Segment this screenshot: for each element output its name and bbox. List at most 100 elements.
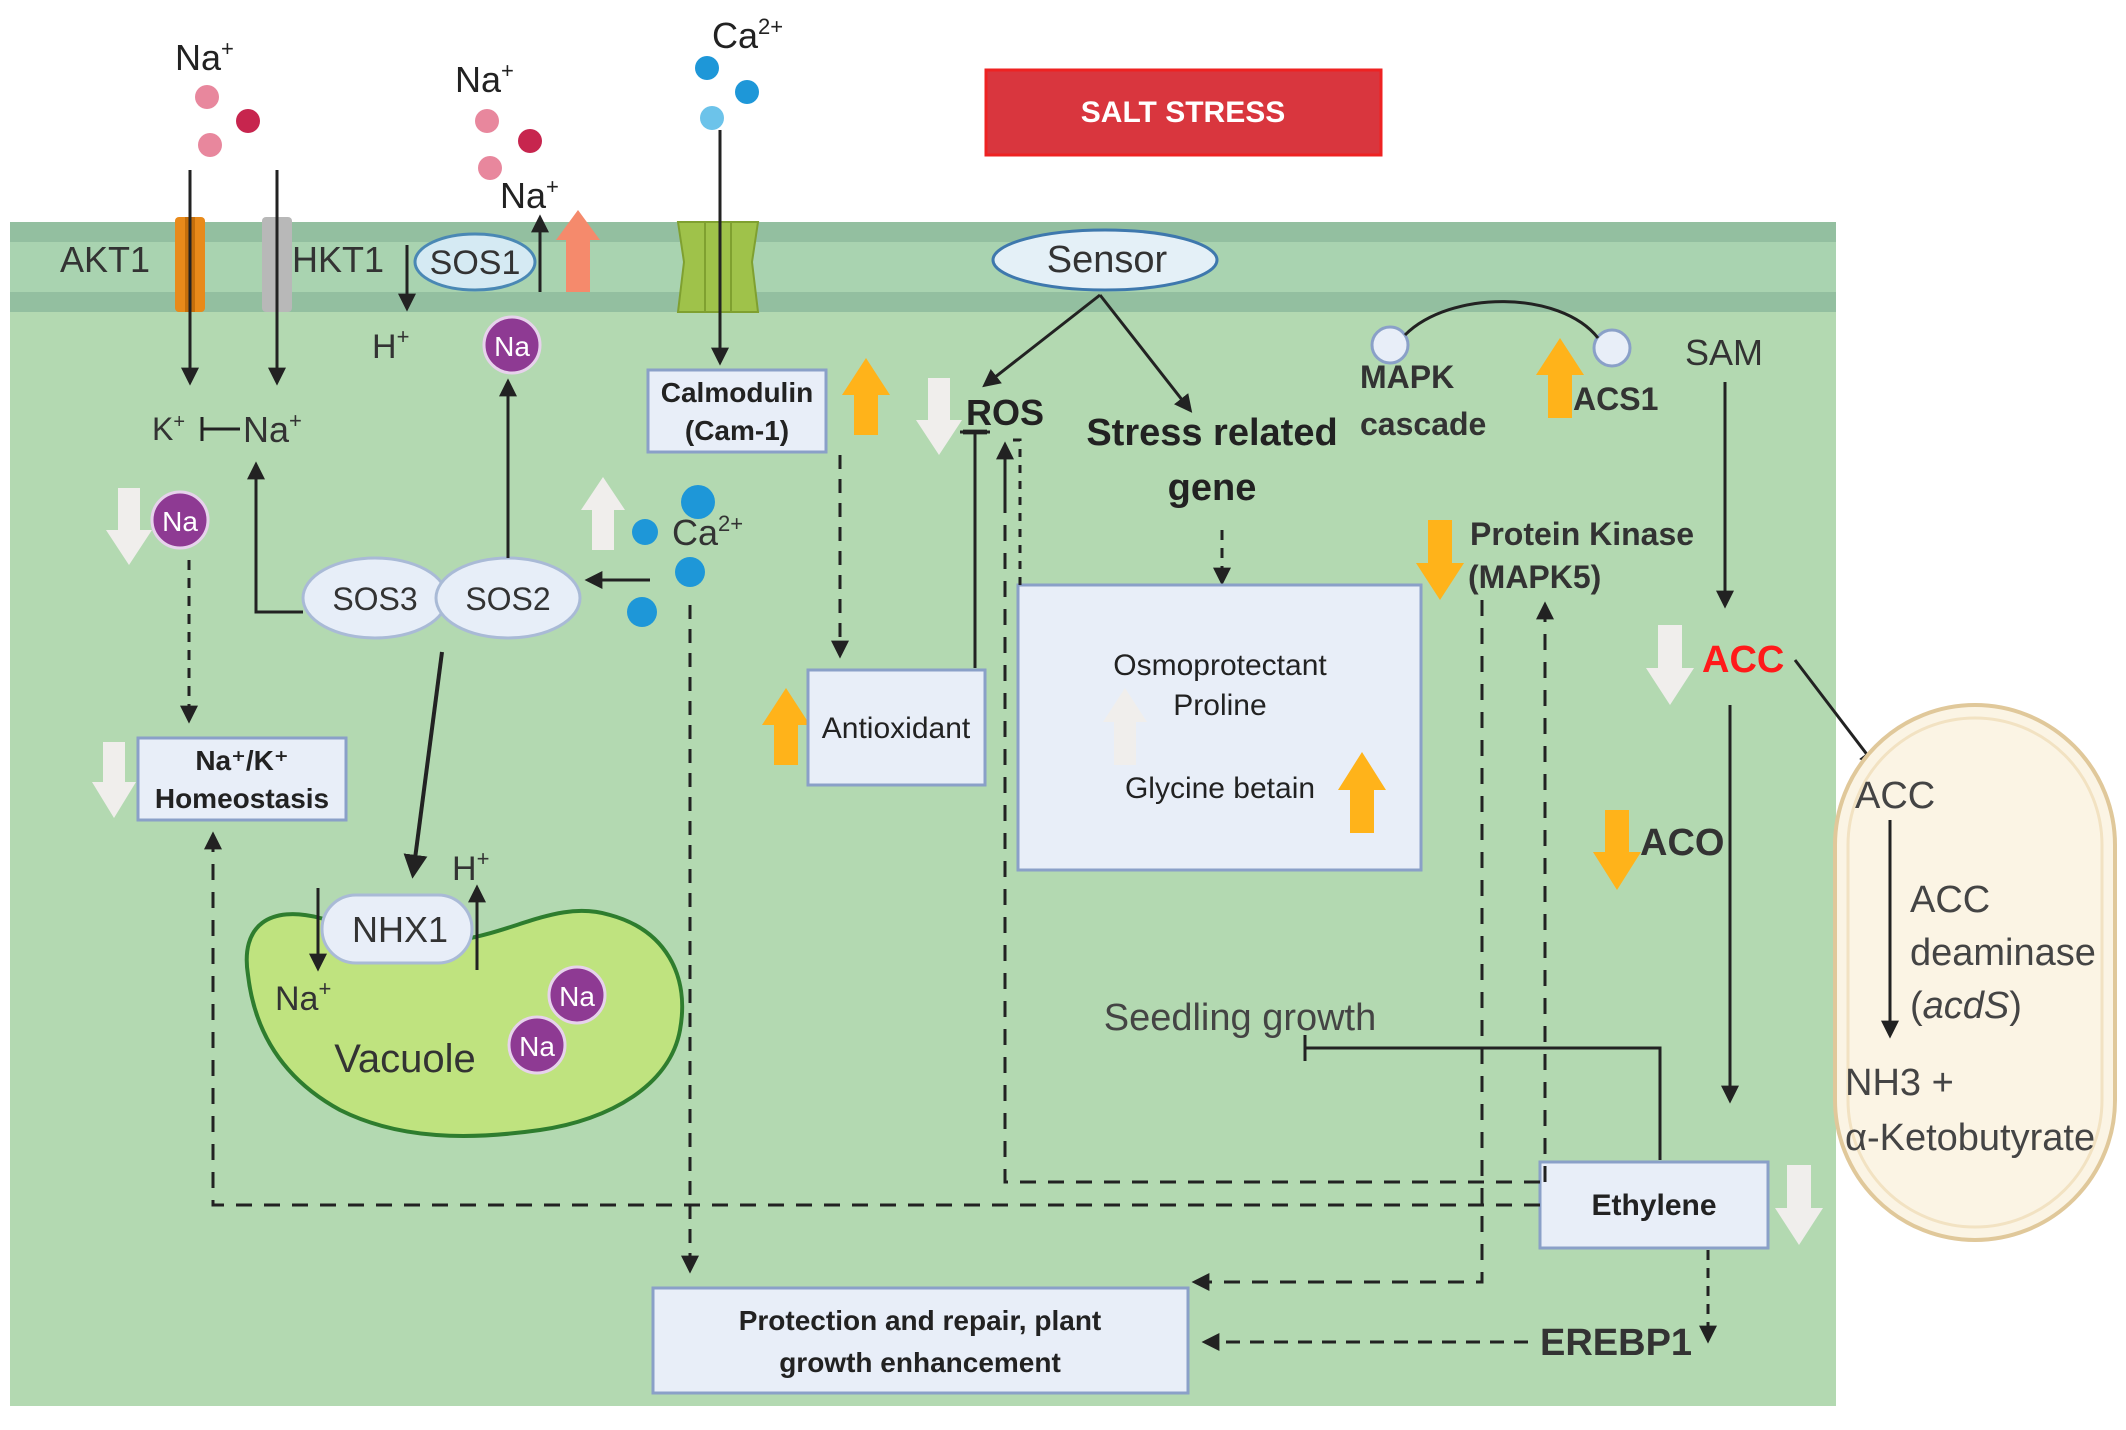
calmodulin-line1: Calmodulin — [661, 377, 813, 408]
acs1-node — [1592, 328, 1632, 368]
sos3-label: SOS3 — [332, 581, 417, 617]
acc-deaminase-line1: ACC — [1910, 879, 1990, 921]
mapk5-down-arrow — [1416, 520, 1464, 600]
ca-dot — [695, 56, 719, 80]
protection-box — [651, 1286, 1190, 1395]
sos1-upregulated-arrow — [556, 210, 600, 292]
ca-ion-inside: Ca2+ — [672, 511, 743, 553]
acc-deaminase-line2: deaminase — [1910, 932, 2096, 974]
homeostasis-line2: Homeostasis — [155, 783, 329, 814]
na-ion-badge-label: Na — [494, 331, 530, 362]
h-ion-vacuole: H+ — [452, 846, 489, 888]
na-ion-top-left: Na+ — [175, 36, 234, 78]
na-inhibited-label: Na+ — [243, 408, 302, 450]
ethylene-inhibits-seedling — [1305, 1046, 1662, 1160]
sensor-receptor — [991, 228, 1219, 292]
cascade-label: cascade — [1360, 406, 1486, 442]
antioxidant-box — [806, 668, 987, 787]
calmodulin-line2: (Cam-1) — [685, 415, 789, 446]
homeostasis-line1: Na⁺/K⁺ — [195, 745, 288, 776]
bacterium-acc-label: ACC — [1855, 775, 1935, 817]
membrane-inner-layer — [10, 292, 1836, 312]
product-line2: α-Ketobutyrate — [1845, 1117, 2095, 1159]
ethylene-down-arrow — [1775, 1165, 1823, 1245]
na-ion-badge — [507, 1015, 567, 1075]
ca-dot — [735, 80, 759, 104]
ros-inhibition-dashed — [1005, 438, 1022, 585]
mapk-node — [1370, 325, 1410, 365]
hkt1-label: HKT1 — [292, 239, 384, 280]
homeostasis-down-arrow — [92, 742, 136, 818]
ca-ion-top: Ca2+ — [712, 14, 783, 56]
protein-kinase-label: Protein Kinase — [1470, 516, 1694, 552]
sos2-label: SOS2 — [465, 581, 550, 617]
nhx1-transporter — [320, 893, 474, 965]
ca-dot — [700, 106, 724, 130]
na-ion-badge-label: Na — [559, 981, 595, 1012]
k-ion-label: K+ — [152, 411, 185, 447]
nhx1-label: NHX1 — [352, 909, 448, 950]
stress-gene-line2: gene — [1168, 467, 1257, 509]
na-dot — [198, 133, 222, 157]
na-down-arrow — [106, 488, 152, 565]
bacterium-inner-wall — [1846, 716, 2104, 1229]
na-ion-badge — [547, 965, 607, 1025]
ca-dot — [627, 597, 657, 627]
sensor-to-ros-arrow — [982, 293, 1101, 388]
na-ion-badge-label: Na — [519, 1031, 555, 1062]
acs1-label: ACS1 — [1573, 381, 1658, 417]
na-dot — [478, 156, 502, 180]
na-ion-badge — [150, 490, 210, 550]
mapk-label: MAPK — [1360, 359, 1454, 395]
sam-label: SAM — [1685, 332, 1763, 373]
mapk-acs1-link — [1403, 300, 1600, 339]
na-ion-badge — [482, 315, 542, 375]
na-ion-top-mid: Na+ — [455, 58, 514, 100]
na-dot — [475, 109, 499, 133]
na-ion-vacuole: Na+ — [275, 976, 331, 1018]
antioxidant-label: Antioxidant — [822, 712, 971, 745]
sensor-to-gene-arrow — [1098, 294, 1193, 413]
proline-label: Proline — [1173, 689, 1266, 722]
akt1-label: AKT1 — [60, 239, 150, 280]
sos3-to-na-arrow — [247, 461, 303, 614]
acc-down-arrow — [1646, 625, 1694, 705]
seedling-growth-label: Seedling growth — [1104, 997, 1377, 1039]
sos1-transporter — [413, 232, 537, 292]
ca-dot — [681, 485, 715, 519]
acc-to-bacterium-arrow — [1793, 659, 1878, 768]
homeostasis-box — [136, 736, 348, 822]
erebp1-label: EREBP1 — [1540, 1322, 1692, 1364]
product-line1: NH3 + — [1845, 1062, 1954, 1104]
protection-line1: Protection and repair, plant — [739, 1305, 1102, 1336]
ros-down-arrow — [916, 378, 962, 455]
ca-channel — [676, 221, 760, 313]
ethylene-to-homeostasis-arrow — [204, 831, 1540, 1207]
sensor-label: Sensor — [1047, 239, 1168, 281]
antioxidant-up-arrow — [762, 688, 810, 765]
na-ion-badge-label: Na — [162, 506, 198, 537]
aco-down-arrow — [1593, 810, 1641, 890]
ca-dot — [632, 519, 658, 545]
acc-label: ACC — [1702, 639, 1784, 681]
stress-gene-line1: Stress related — [1086, 412, 1337, 454]
acds-gene-label: (acdS) — [1910, 985, 2022, 1027]
protection-line2: growth enhancement — [779, 1347, 1061, 1378]
glycine-up-arrow — [1338, 752, 1386, 833]
ethylene-box — [1538, 1160, 1770, 1250]
bacterium-cell — [1833, 703, 2117, 1242]
osmoprotectant-label: Osmoprotectant — [1113, 649, 1327, 682]
mapk5-label: (MAPK5) — [1468, 559, 1601, 595]
acs1-up-arrow — [1536, 338, 1584, 418]
ethylene-label: Ethylene — [1591, 1189, 1716, 1222]
ca-up-arrow — [581, 477, 625, 550]
ethylene-to-ros-line — [1003, 445, 1540, 1184]
proline-up-arrow — [1103, 688, 1147, 765]
mapk5-to-protection-arrow — [1191, 600, 1484, 1291]
ros-label: ROS — [966, 392, 1044, 433]
glycine-betain-label: Glycine betain — [1125, 772, 1315, 805]
sos1-label: SOS1 — [430, 244, 521, 282]
calmodulin-box — [646, 368, 828, 454]
